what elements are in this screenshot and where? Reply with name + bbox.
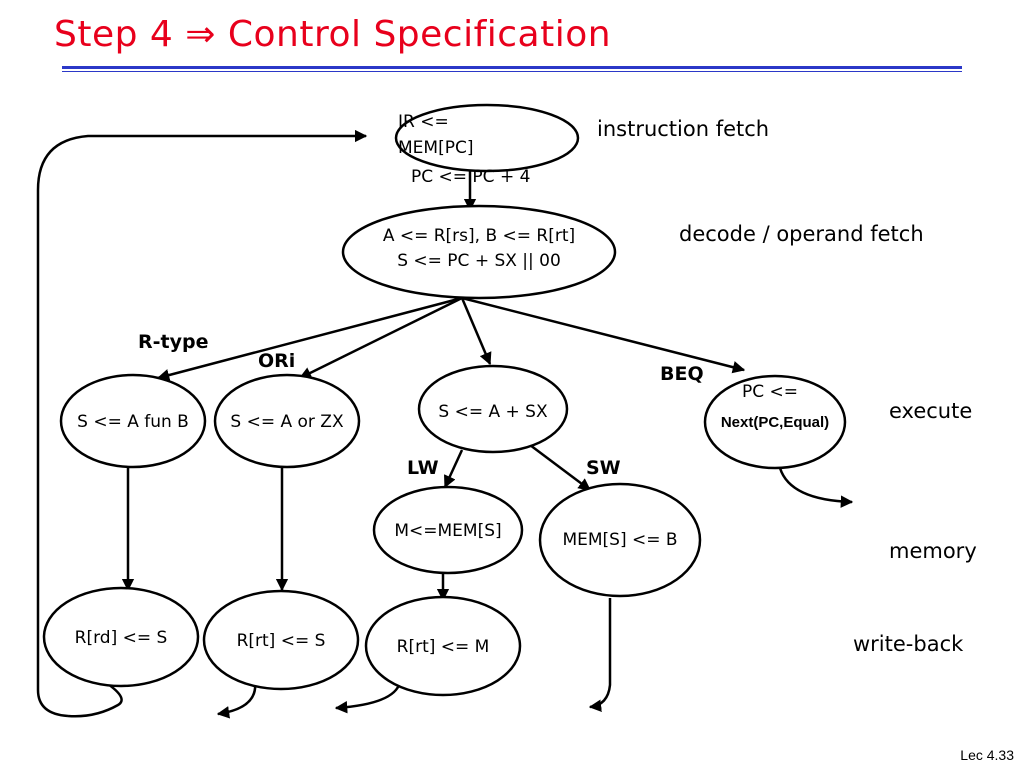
label-ori: ORi — [258, 350, 295, 372]
slide-footer: Lec 4.33 — [960, 747, 1014, 763]
stage-decode: decode / operand fetch — [679, 222, 924, 246]
label-beq: BEQ — [660, 363, 704, 385]
fetch-line-2: MEM[PC] — [398, 138, 473, 158]
edge-mem-lw — [443, 449, 464, 489]
node-wb-lw: R[rt] <= M — [364, 595, 522, 697]
edge-ori-exit — [216, 681, 257, 719]
wb-lw-text: R[rt] <= M — [397, 637, 490, 657]
exec-mem-text: S <= A + SX — [438, 402, 548, 422]
mem-lw-text: M<=MEM[S] — [394, 521, 501, 541]
stage-memory: memory — [889, 539, 977, 563]
node-mem-sw: MEM[S] <= B — [538, 482, 702, 598]
wb-ori-text: R[rt] <= S — [237, 631, 326, 651]
decode-line-2: S <= PC + SX || 00 — [397, 251, 561, 271]
slide-title: Step 4 ⇒ Control Specification — [54, 14, 612, 55]
wb-rtype-text: R[rd] <= S — [75, 628, 168, 648]
edge-mem-sw — [529, 444, 591, 491]
title-underline — [62, 66, 962, 69]
exec-beq-line-2: Next(PC,Equal) — [721, 414, 829, 431]
node-exec-beq: PC <= Next(PC,Equal) — [703, 374, 847, 470]
stage-instruction-fetch: instruction fetch — [597, 117, 769, 141]
stage-execute: execute — [889, 399, 972, 423]
node-wb-rtype: R[rd] <= S — [42, 586, 200, 688]
title-underline-thin — [62, 71, 962, 72]
node-wb-ori: R[rt] <= S — [202, 589, 360, 691]
edge-beq-exit — [778, 467, 854, 508]
exec-beq-line-1: PC <= — [742, 382, 798, 402]
stage-write-back: write-back — [853, 632, 964, 656]
node-instruction-fetch: IR <= MEM[PC] PC <= PC + 4 — [394, 103, 580, 187]
node-exec-rtype: S <= A fun B — [59, 373, 207, 469]
edge-sw-exit — [588, 598, 612, 712]
decode-line-1: A <= R[rs], B <= R[rt] — [383, 226, 575, 246]
fetch-line-3: PC <= PC + 4 — [411, 167, 530, 187]
edge-decode-rtype — [156, 296, 463, 382]
edge-lw-exit — [334, 681, 402, 714]
exec-ori-text: S <= A or ZX — [230, 412, 344, 432]
label-rtype: R-type — [138, 331, 208, 353]
node-exec-ori: S <= A or ZX — [213, 373, 361, 469]
edge-decode-mem — [460, 297, 492, 366]
node-exec-mem: S <= A + SX — [417, 364, 569, 454]
edge-decode-ori — [298, 296, 463, 380]
label-lw: LW — [407, 457, 439, 479]
node-mem-lw: M<=MEM[S] — [372, 485, 524, 575]
node-decode: A <= R[rs], B <= R[rt] S <= PC + SX || 0… — [341, 204, 617, 300]
label-sw: SW — [586, 457, 621, 479]
exec-rtype-text: S <= A fun B — [77, 412, 189, 432]
edge-decode-beq — [461, 296, 746, 374]
edge-rtype-return — [67, 678, 123, 718]
fetch-line-1: IR <= — [398, 112, 449, 132]
edge-loop-to-fetch — [36, 129, 368, 718]
mem-sw-text: MEM[S] <= B — [562, 530, 677, 550]
